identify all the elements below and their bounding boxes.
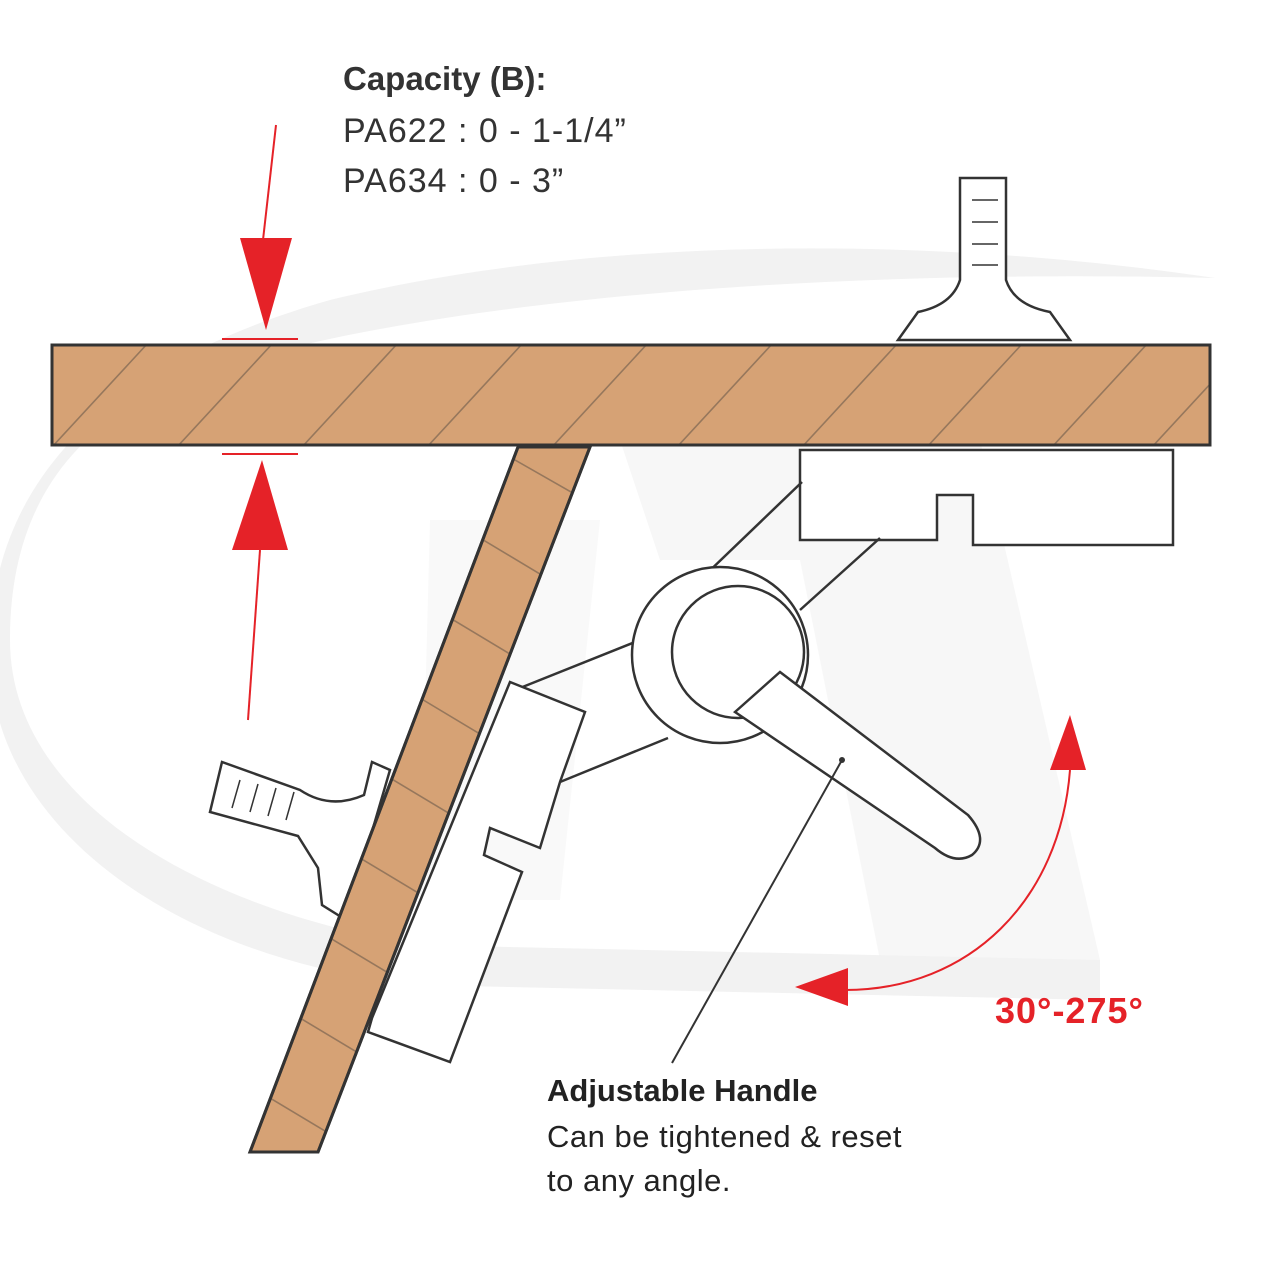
handle-leader-line <box>671 757 845 1064</box>
clamp-body <box>366 448 1175 1064</box>
handle-description-line-2: to any angle. <box>547 1163 732 1198</box>
arc-arrow-left <box>795 968 848 1006</box>
capacity-pa634: PA634 : 0 - 3” <box>343 162 565 200</box>
handle-title: Adjustable Handle <box>547 1073 818 1108</box>
capacity-pa622: PA622 : 0 - 1-1/4” <box>343 112 627 150</box>
capacity-dimension-arrows <box>222 124 298 721</box>
rotation-angle-label: 30°-275° <box>995 990 1144 1031</box>
handle-description-line-1: Can be tightened & reset <box>547 1119 902 1154</box>
arc-arrow-up <box>1050 715 1086 770</box>
top-screw-knob <box>895 176 1073 342</box>
wood-board <box>50 343 1212 447</box>
side-thumb-screw <box>208 760 392 922</box>
capacity-title: Capacity (B): <box>343 60 547 97</box>
up-arrow <box>232 460 288 550</box>
down-arrow <box>240 238 292 330</box>
rotation-arc <box>795 715 1086 1006</box>
